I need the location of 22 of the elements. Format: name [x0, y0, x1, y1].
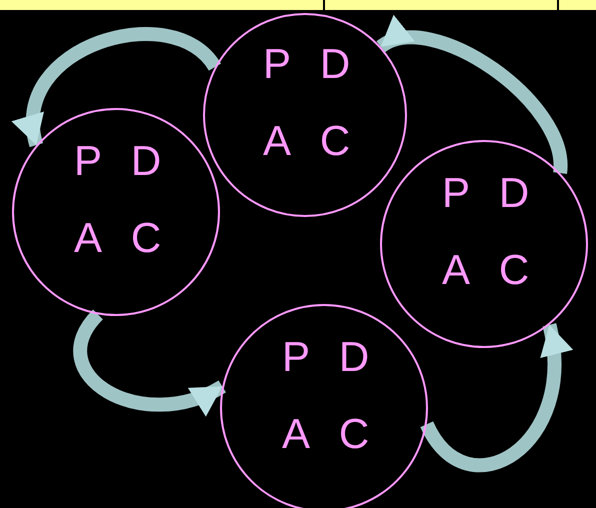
- pdca-letter: P: [280, 336, 311, 378]
- pdca-letter: D: [338, 336, 370, 378]
- pdca-letter: C: [130, 217, 162, 259]
- pdca-circle: [220, 304, 428, 508]
- pdca-letter: D: [318, 43, 352, 85]
- pdca-circle: [380, 140, 588, 348]
- curved-arrow: [378, 18, 568, 174]
- pdca-circle: [12, 108, 220, 316]
- pdca-letter: A: [72, 217, 103, 259]
- curved-arrow: [420, 324, 571, 472]
- pdca-letter: P: [440, 172, 471, 214]
- pdca-letter: D: [130, 140, 162, 182]
- pdca-letter: C: [338, 413, 370, 455]
- pdca-letter: P: [72, 140, 103, 182]
- pdca-letter: A: [262, 120, 292, 162]
- pdca-letter: P: [262, 43, 292, 85]
- pdca-letter: C: [498, 249, 530, 291]
- pdca-letter: D: [498, 172, 530, 214]
- pdca-letter: A: [280, 413, 311, 455]
- pdca-letter: C: [318, 120, 352, 162]
- pdca-circle: [203, 13, 407, 217]
- pdca-letter: A: [440, 249, 471, 291]
